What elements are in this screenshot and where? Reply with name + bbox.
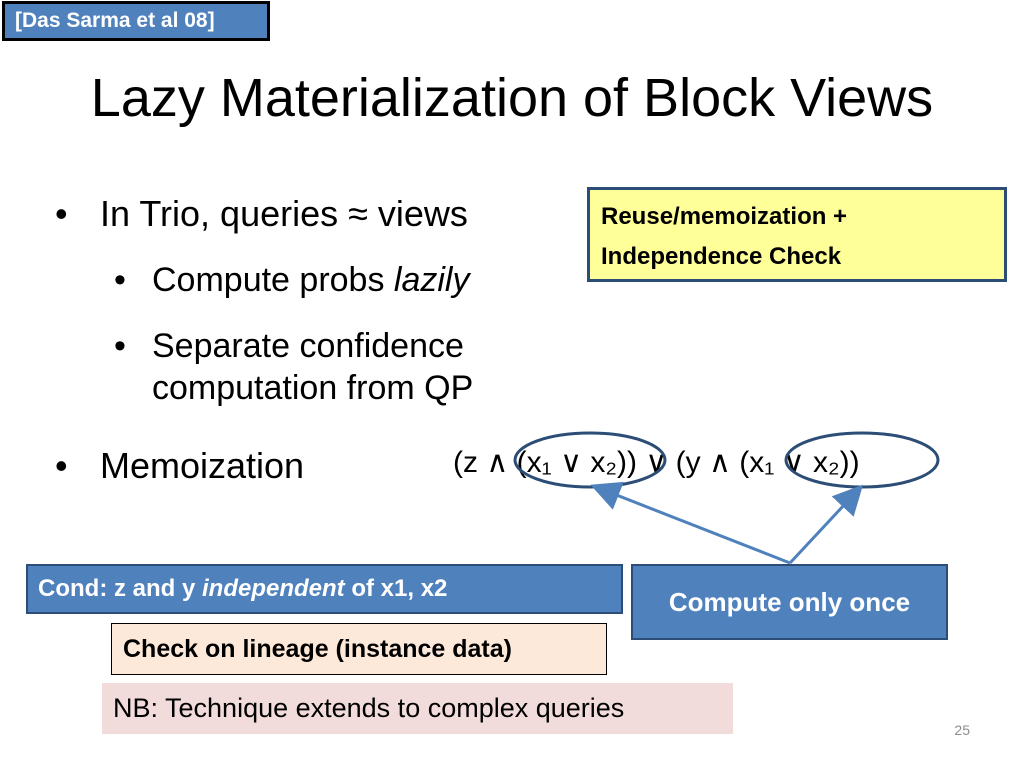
lineage-callout: Check on lineage (instance data)	[111, 623, 607, 675]
arrow-to-group1	[590, 481, 791, 565]
bullet-memoization: • Memoization	[55, 444, 305, 488]
compute-once-callout: Compute only once	[631, 564, 948, 640]
bullet-emphasis: lazily	[393, 261, 470, 299]
citation-badge: [Das Sarma et al 08]	[2, 1, 270, 41]
nb-note: NB: Technique extends to complex queries	[102, 683, 733, 734]
bullet-dot: •	[55, 193, 68, 234]
formula-group1: (x₁ ∨ x₂)	[517, 446, 627, 479]
reuse-line1: Reuse/memoization +	[601, 203, 848, 230]
formula-part1: (z ∧	[453, 446, 517, 479]
reuse-line2: Independence Check	[601, 243, 842, 270]
sub-bullet-lazy: • Compute probs lazily	[114, 259, 470, 301]
slide-title: Lazy Materialization of Block Views	[90, 68, 934, 128]
reuse-callout: Reuse/memoization + Independence Check	[587, 187, 1007, 282]
formula-part2: ) ∨ (y ∧	[627, 446, 739, 479]
condition-callout: Cond: z and y independent of x1, x2	[26, 564, 623, 614]
bullet-dot: •	[114, 261, 126, 299]
page-number: 25	[954, 722, 970, 738]
bullet-text-line2: computation from QP	[152, 369, 474, 407]
cond-suffix: of x1, x2	[344, 575, 448, 602]
formula-text: (z ∧ (x₁ ∨ x₂)) ∨ (y ∧ (x₁ ∨ x₂))	[453, 446, 860, 479]
bullet-trio-queries: • In Trio, queries ≈ views	[55, 192, 468, 236]
cond-emphasis: independent	[202, 575, 345, 602]
bullet-text: Compute probs	[152, 261, 394, 299]
bullet-dot: •	[114, 327, 126, 365]
formula-part3: )	[850, 446, 860, 479]
group1-highlight-ellipse	[513, 431, 667, 489]
bullet-dot: •	[55, 445, 68, 486]
cond-prefix: Cond: z and y	[38, 575, 202, 602]
bullet-text-line1: Separate confidence	[152, 327, 464, 365]
bullet-text: In Trio, queries ≈ views	[100, 193, 468, 234]
arrow-to-group2	[788, 484, 864, 565]
bullet-text: Memoization	[100, 445, 305, 486]
sub-bullet-separate-confidence: • Separate confidence computation from Q…	[114, 325, 474, 409]
